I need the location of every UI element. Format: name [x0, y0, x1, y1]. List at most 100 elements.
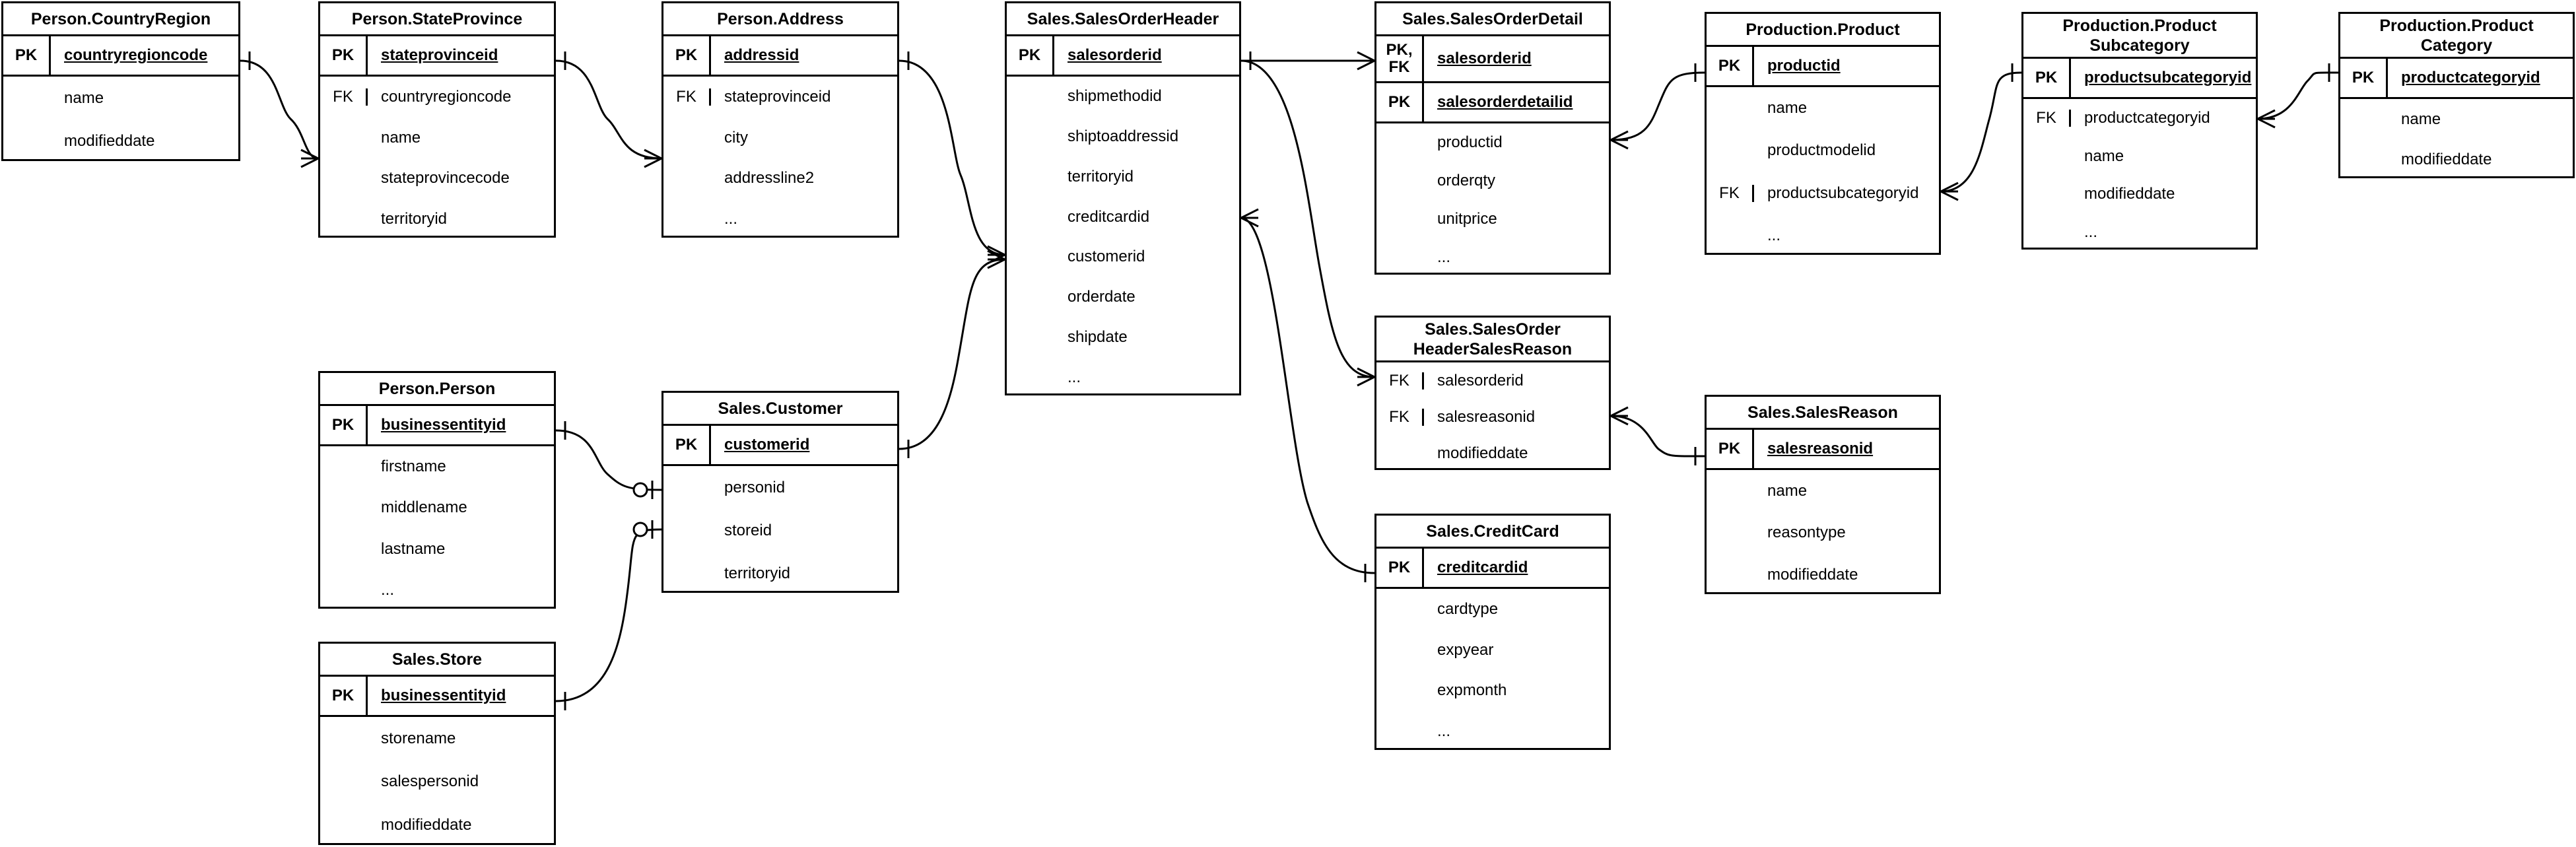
key-label: PK: [3, 36, 51, 75]
key-label: PK: [1376, 83, 1424, 121]
cardinality-marker-target: [1240, 208, 1259, 228]
key-label: PK, FK: [1376, 36, 1424, 81]
attribute-row: ...: [663, 199, 897, 240]
key-label: PK: [663, 426, 711, 464]
entity-title: Person.CountryRegion: [3, 3, 238, 36]
attribute-name: territoryid: [381, 210, 448, 228]
key-label: FK: [1707, 184, 1754, 202]
attribute-name: productsubcategoryid: [1767, 184, 1919, 202]
relationship-rel-countryregion-stateprovince: [240, 51, 319, 168]
attribute-row: orderdate: [1007, 277, 1239, 318]
attribute-name: modifieddate: [64, 132, 155, 151]
attribute-name: ...: [381, 580, 395, 599]
attribute-name: stateprovinceid: [381, 46, 498, 64]
attribute-name: firstname: [381, 457, 446, 476]
attribute-row: stateprovincecode: [320, 158, 554, 199]
attribute-name: modifieddate: [2084, 185, 2175, 203]
relationship-rel-address-salesorderheader: [898, 51, 1005, 265]
entity-title: Person.Address: [663, 3, 897, 36]
entity-title: Sales.Store: [320, 644, 554, 677]
attribute-name: creditcardid: [1068, 207, 1150, 226]
attribute-name: productcategoryid: [2401, 69, 2540, 86]
cardinality-marker-source: [1610, 406, 1629, 426]
attribute-name: name: [381, 128, 421, 147]
attribute-row: FK productsubcategoryid: [1707, 172, 1939, 215]
attribute-name: productid: [1437, 133, 1503, 151]
attribute-name: salesorderid: [1437, 371, 1524, 390]
key-label: PK: [320, 36, 368, 75]
attribute-name: ...: [1767, 226, 1781, 244]
attribute-row: firstname: [320, 446, 554, 487]
attribute-row: modifieddate: [320, 803, 554, 847]
key-label: PK: [2023, 59, 2071, 97]
attribute-name: expmonth: [1437, 681, 1507, 700]
attribute-name: personid: [724, 478, 786, 496]
attribute-row: lastname: [320, 529, 554, 570]
relationship-rel-salesorderheadersalesreason-salesreason: [1610, 406, 1705, 465]
cardinality-marker-source: [2257, 109, 2276, 129]
attribute-row: ...: [1376, 711, 1609, 752]
cardinality-marker-target: [644, 149, 662, 168]
attribute-row: name: [2023, 137, 2256, 176]
attribute-name: salesorderdetailid: [1437, 93, 1573, 111]
attribute-name: modifieddate: [2401, 151, 2492, 169]
attribute-row: productmodelid: [1707, 129, 1939, 172]
entity-title: Sales.SalesReason: [1707, 397, 1939, 430]
key-label: PK: [1376, 549, 1424, 587]
attribute-name: stateprovinceid: [724, 87, 831, 106]
key-label: PK: [1707, 430, 1754, 468]
key-label: FK: [1376, 372, 1424, 390]
attribute-row: productid: [1376, 123, 1609, 162]
attribute-name: addressline2: [724, 169, 815, 187]
attribute-name: salesreasonid: [1767, 440, 1874, 457]
entity-title: Production.Product: [1707, 14, 1939, 47]
entity-title: Person.StateProvince: [320, 3, 554, 36]
attribute-name: countryregioncode: [381, 87, 512, 106]
attribute-row: creditcardid: [1007, 197, 1239, 237]
key-label: PK: [320, 677, 368, 715]
entity-title: Production.Product Subcategory: [2023, 14, 2256, 59]
key-label: PK: [320, 406, 368, 444]
attribute-name: city: [724, 128, 748, 147]
attribute-row: FK salesorderid: [1376, 362, 1609, 399]
attribute-name: productmodelid: [1767, 141, 1876, 160]
attribute-row: cardtype: [1376, 589, 1609, 630]
entity-title: Sales.Customer: [663, 393, 897, 426]
attribute-row: name: [320, 118, 554, 158]
attribute-name: creditcardid: [1437, 559, 1528, 576]
